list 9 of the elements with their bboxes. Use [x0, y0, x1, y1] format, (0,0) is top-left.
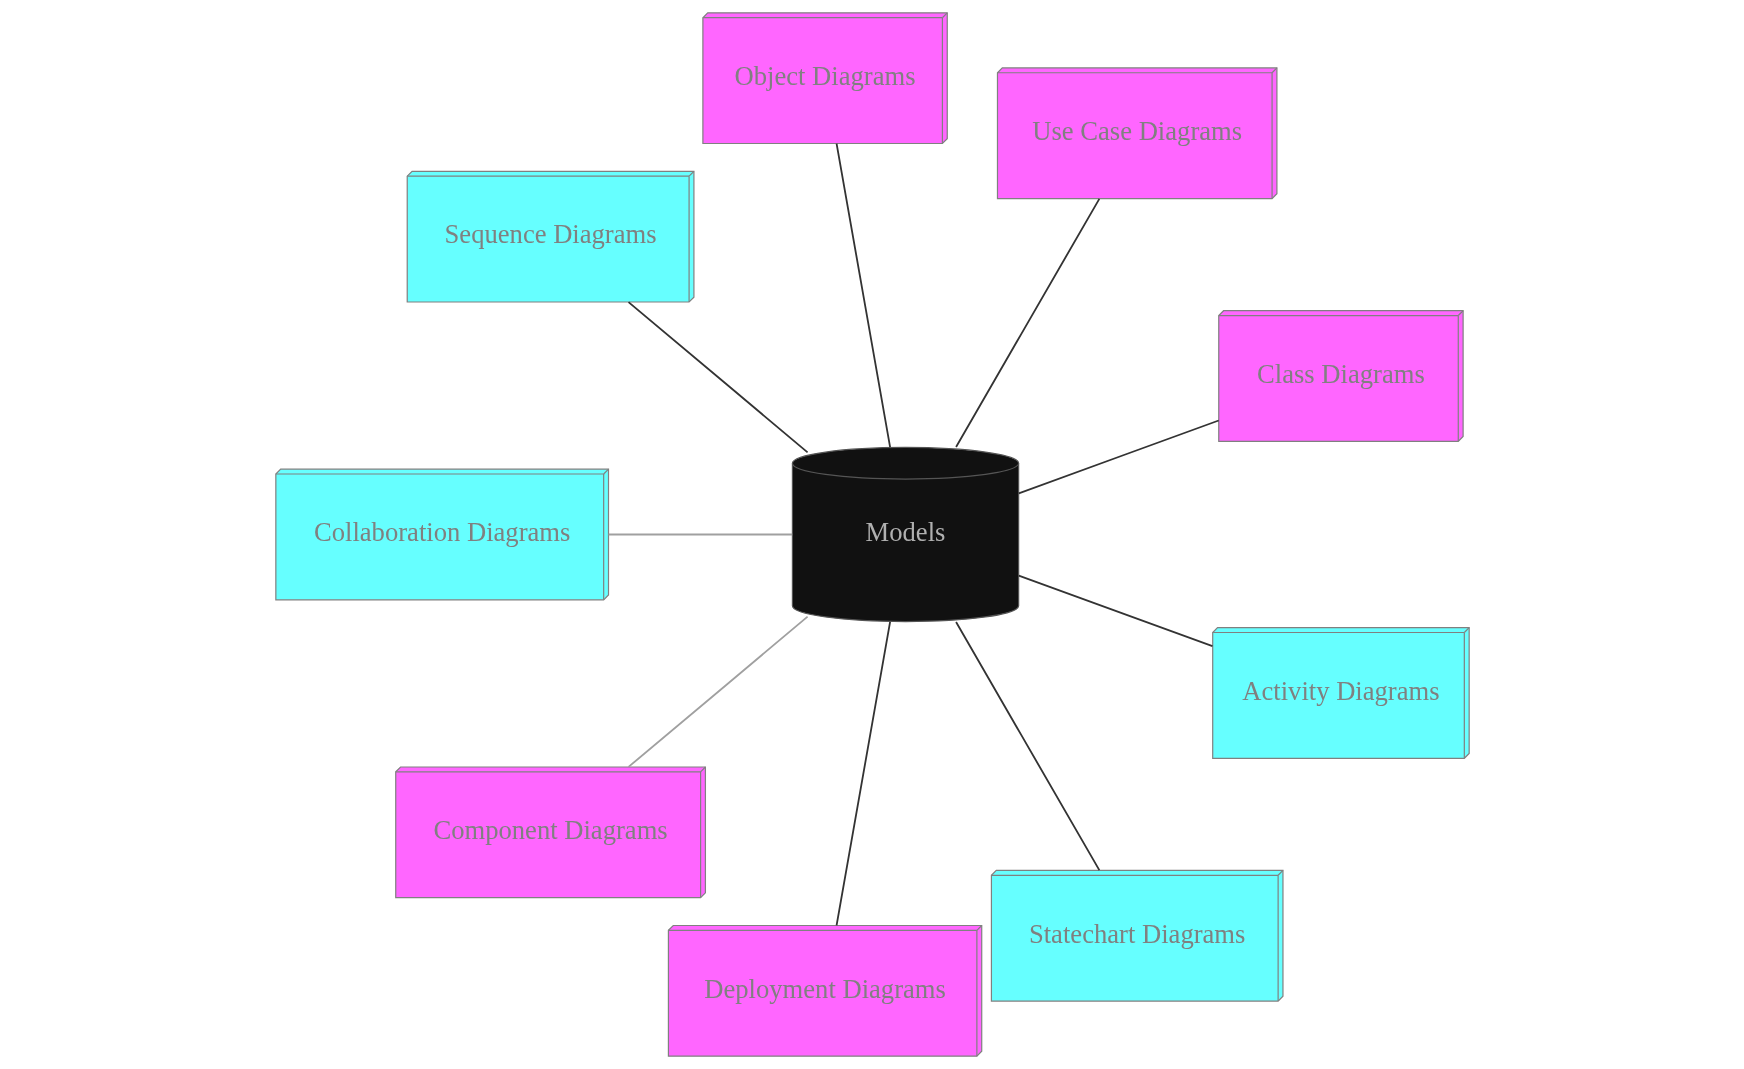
connector	[835, 142, 891, 448]
connector	[607, 533, 793, 536]
connector	[954, 621, 1100, 872]
connector	[954, 197, 1100, 448]
connector	[627, 301, 808, 454]
connector	[835, 621, 891, 927]
connector	[627, 615, 808, 768]
connector	[1017, 419, 1220, 495]
connector	[1017, 574, 1213, 648]
